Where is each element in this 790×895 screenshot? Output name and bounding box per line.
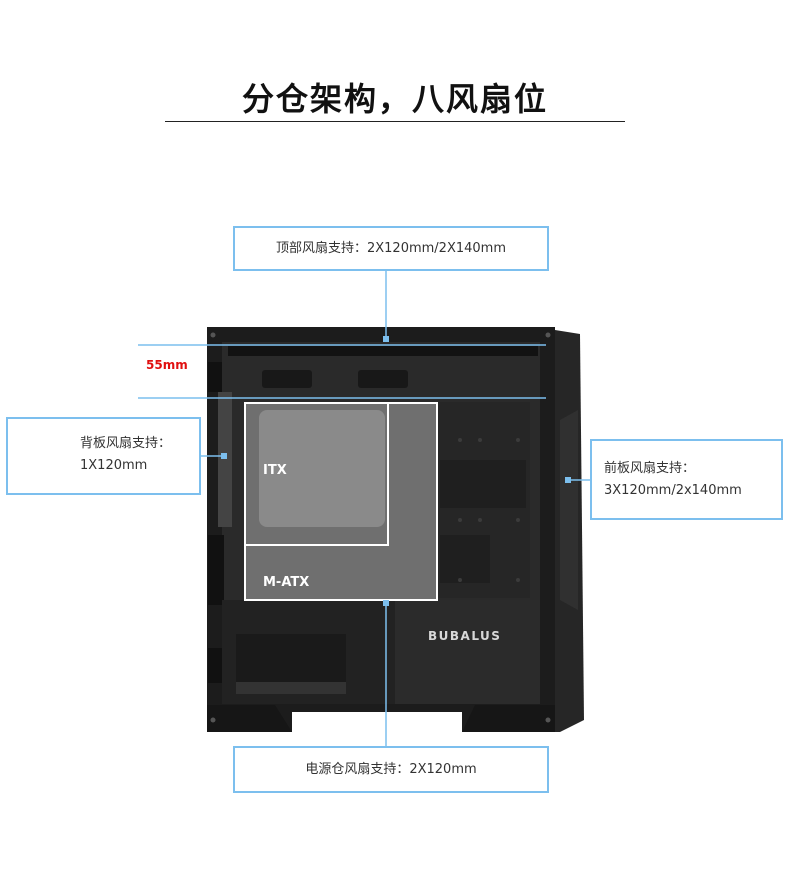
case-foot-right — [462, 705, 555, 732]
top-fan-text: 顶部风扇支持：2X120mm/2X140mm — [275, 241, 506, 256]
rear-fan-spec: 1X120mm — [80, 458, 148, 473]
case-foot-left — [207, 705, 292, 732]
rear-fan-title: 背板风扇支持： — [80, 436, 172, 451]
clearance-label: 55mm — [146, 358, 188, 372]
top-fan-rail — [228, 346, 538, 356]
matx-label: M-ATX — [263, 575, 310, 590]
itx-board-outline — [244, 402, 389, 546]
page-title: 分仓架构，八风扇位 — [241, 80, 548, 118]
title-underline — [165, 121, 625, 122]
rear-fan-callout: 背板风扇支持： 1X120mm — [6, 417, 201, 495]
itx-board-fill — [259, 410, 385, 527]
front-fan-callout: 前板风扇支持： 3X120mm/2x140mm — [590, 439, 783, 520]
psu-fan-callout: 电源仓风扇支持：2X120mm — [233, 746, 549, 793]
top-fan-callout: 顶部风扇支持：2X120mm/2X140mm — [233, 226, 549, 271]
front-fan-spec: 3X120mm/2x140mm — [604, 483, 742, 498]
itx-label: ITX — [263, 463, 287, 478]
front-fan-title: 前板风扇支持： — [604, 461, 696, 476]
psu-fan-text: 电源仓风扇支持：2X120mm — [305, 762, 477, 777]
brand-logo-text: BUBALUS — [428, 629, 502, 643]
